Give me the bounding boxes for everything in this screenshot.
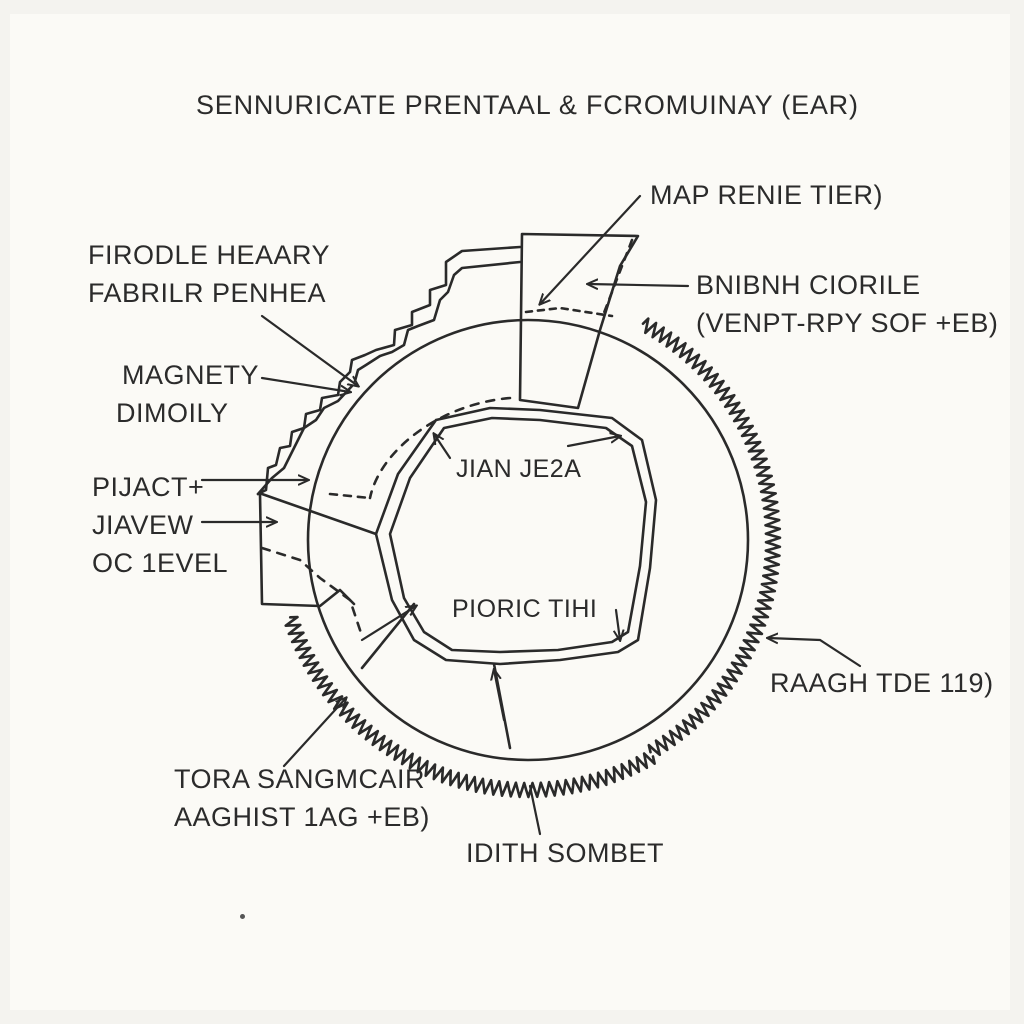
label-firodle-line2: FABRILR PENHEA xyxy=(88,278,327,308)
inner-dashed-arc xyxy=(368,396,512,500)
leader-pioric-bottom xyxy=(494,670,506,722)
label-pioric-tihi: PIORIC TIHI xyxy=(452,595,598,623)
label-magnety-line2: DIMOILY xyxy=(116,398,229,428)
diagram-title: SENNURICATE PRENTAAL & FCROMUINAY (EAR) xyxy=(196,90,859,120)
stepped-wall-inner xyxy=(353,260,522,383)
leader-idith xyxy=(528,784,542,836)
inner-cavity-outer xyxy=(374,406,658,666)
leader-pioric-left xyxy=(360,606,416,642)
leader-tora xyxy=(282,698,346,768)
leader-raagh xyxy=(768,638,862,668)
leader-pioric-right xyxy=(616,608,620,640)
leader-bnibnh xyxy=(588,284,690,286)
serrated-outer-edge-right xyxy=(641,317,782,757)
label-tora-line1: TORA SANGMCAIR xyxy=(174,764,426,794)
label-firodle-line1: FIRODLE HEAARY xyxy=(88,240,331,270)
label-pijact-line1: PIJACT+ xyxy=(92,472,205,502)
label-bnibnh-line1: BNIBNH CIORILE xyxy=(696,270,921,300)
label-tora-line2: AAGHIST 1AG +EB) xyxy=(174,802,430,832)
top-wedge-dashed-cross xyxy=(524,306,614,318)
label-raagh: RAAGH TDE 119) xyxy=(770,668,994,698)
leader-magnety xyxy=(260,376,350,392)
label-pijact-line2: JIAVEW xyxy=(92,510,194,540)
leader-jian-right xyxy=(566,436,620,448)
inner-dashed-arc-base xyxy=(328,492,372,500)
stepped-wall-inner-lower xyxy=(256,384,354,496)
top-wedge xyxy=(518,232,640,410)
label-map-renie: MAP RENIE TIER) xyxy=(650,180,884,210)
label-jian-je2a: JIAN JE2A xyxy=(456,455,582,483)
label-pijact-line3: OC 1EVEL xyxy=(92,548,229,578)
outer-ring-line xyxy=(306,318,750,762)
label-bnibnh-line2: (VENPT-RPY SOF +EB) xyxy=(696,308,999,338)
left-block-dashed xyxy=(260,546,364,638)
label-tora: TORA SANGMCAIR AAGHIST 1AG +EB) xyxy=(174,760,430,836)
label-magnety-line1: MAGNETY xyxy=(122,360,260,390)
top-wedge-dashed xyxy=(600,238,634,320)
label-pijact: PIJACT+ JIAVEW OC 1EVEL xyxy=(92,468,228,582)
stepped-wall-outline xyxy=(256,245,522,496)
inner-cavity-inner xyxy=(388,416,648,654)
label-magnety: MAGNETY DIMOILY xyxy=(116,356,260,432)
paper-background xyxy=(10,14,1010,1010)
left-block-edge xyxy=(260,492,378,536)
serrated-outer-edge-bottom xyxy=(284,615,656,799)
label-firodle: FIRODLE HEAARY FABRILR PENHEA xyxy=(88,236,330,312)
label-bnibnh: BNIBNH CIORILE (VENPT-RPY SOF +EB) xyxy=(696,266,998,342)
label-idith-sombet: IDITH SOMBET xyxy=(466,838,665,868)
leader-map-renie xyxy=(540,194,642,304)
ink-speck xyxy=(240,914,245,919)
leader-firodle xyxy=(260,314,358,386)
leader-jian-left xyxy=(434,434,452,460)
